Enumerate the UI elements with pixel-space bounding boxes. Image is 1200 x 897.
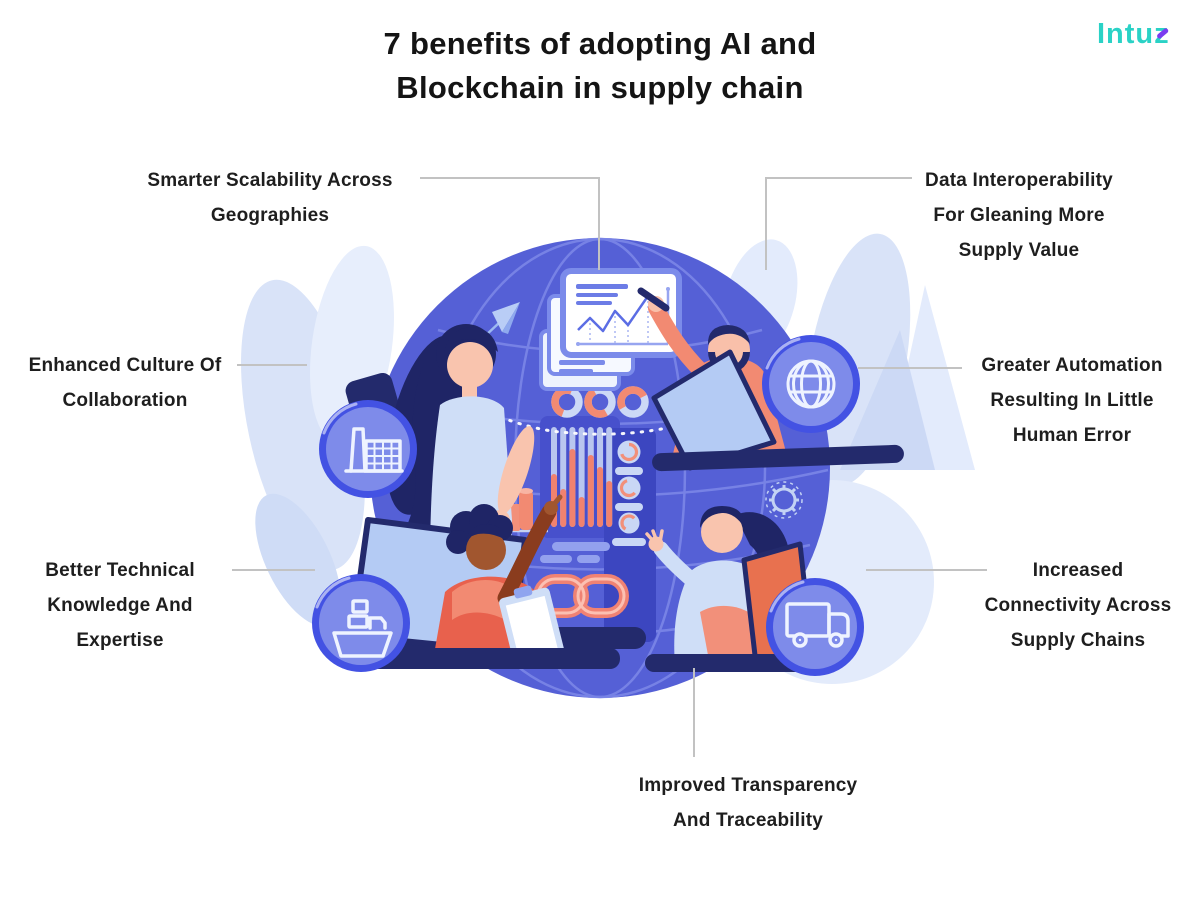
factory-badge <box>317 398 419 500</box>
connector-smarter-scalability-h <box>420 177 600 179</box>
person-bottom-right <box>645 506 815 672</box>
intuz-logo: Intuz <box>1097 18 1170 51</box>
page-title: 7 benefits of adopting AI and Blockchain… <box>0 22 1200 110</box>
truck-badge <box>764 576 866 678</box>
title-line-1: 7 benefits of adopting AI and <box>383 26 817 61</box>
benefit-smarter-scalability: Smarter Scalability Across Geographies <box>147 170 393 226</box>
person-top-right <box>637 287 904 472</box>
connector-greater-automation <box>858 367 962 369</box>
laptop-screen-top-right <box>651 349 777 471</box>
benefit-increased-connectivity: Increased Connectivity Across Supply Cha… <box>984 560 1172 651</box>
factory-icon <box>344 427 404 473</box>
benefit-greater-automation: Greater Automation Resulting In Little H… <box>981 355 1163 446</box>
globe-badge <box>760 333 862 435</box>
chain-link-icon <box>533 574 629 618</box>
connector-data-interoperability-h <box>765 177 912 179</box>
title-line-2: Blockchain in supply chain <box>396 70 804 105</box>
benefit-enhanced-culture: Enhanced Culture Of Collaboration <box>28 355 222 411</box>
connector-smarter-scalability-v <box>598 177 600 270</box>
logo-z: z <box>1154 18 1170 51</box>
ship-badge <box>310 572 412 674</box>
benefit-improved-transparency: Improved Transparency And Traceability <box>638 775 858 831</box>
connector-data-interoperability-v <box>765 177 767 270</box>
connector-better-technical <box>232 569 315 571</box>
line-chart-icon <box>560 268 682 358</box>
progress-circles <box>612 440 646 546</box>
documents-line-chart <box>539 268 682 391</box>
laptop-base-bottom-right <box>645 654 805 672</box>
benefit-data-interoperability: Data Interoperability For Gleaning More … <box>925 170 1113 261</box>
logo-text: Intu <box>1097 18 1155 50</box>
laptop-base-bottom-left <box>348 648 620 669</box>
truck-icon <box>785 602 850 648</box>
ship-icon <box>332 599 393 658</box>
laptop-base-top-right <box>652 444 904 472</box>
connector-increased-connectivity <box>866 569 987 571</box>
globe-icon <box>786 359 836 409</box>
clipboard-icon <box>499 585 564 665</box>
connector-enhanced-culture <box>237 364 307 366</box>
connector-improved-transparency <box>693 668 695 757</box>
pen-icon <box>637 287 670 312</box>
gear-icon <box>765 481 803 519</box>
dashboard <box>460 386 656 642</box>
benefit-better-technical: Better Technical Knowledge And Expertise <box>45 560 195 651</box>
